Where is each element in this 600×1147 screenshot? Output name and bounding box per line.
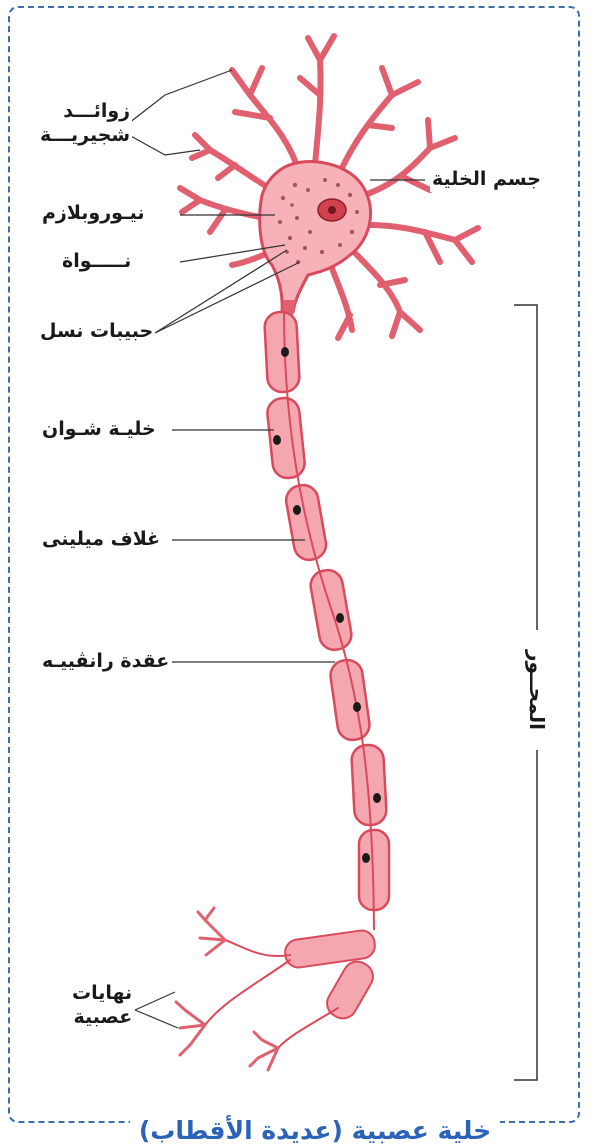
label-nerve-endings: نهايات عصبية [70,982,134,1030]
label-dendrites-line2: شجيريـــة [40,124,130,148]
label-schwann-cell: خليـة شـوان [40,418,158,442]
label-cell-body: جسم الخلية [430,168,543,192]
terminal-arborization-1 [198,908,225,955]
label-dendrites: زوائـــد شجيريـــة [38,100,132,148]
label-nerve-endings-line1: نهايات [72,982,132,1006]
terminal-arborization-2 [176,1002,205,1055]
label-myelin-sheath: غلاف ميلينى [40,528,162,552]
nucleolus [328,206,336,214]
figure-caption: خلية عصبية (عديدة الأقطاب) [130,1116,500,1146]
label-neuroplasm: نيـوروبلازم [40,202,146,226]
terminal-arborization-3 [250,1032,278,1070]
label-nucleus: نـــــواة [60,250,133,274]
terminal-branches [283,929,378,1024]
label-axon: المحــور [525,650,549,730]
label-dendrites-line1: زوائـــد [40,100,130,124]
cell-body [260,162,371,312]
label-nissl-granules: حبيبات نسل [38,320,155,344]
label-node-of-ranvier: عقدة رانڤييـه [40,650,171,674]
axon-label-box: المحــور [514,630,560,750]
label-nerve-endings-line2: عصبية [72,1006,132,1030]
